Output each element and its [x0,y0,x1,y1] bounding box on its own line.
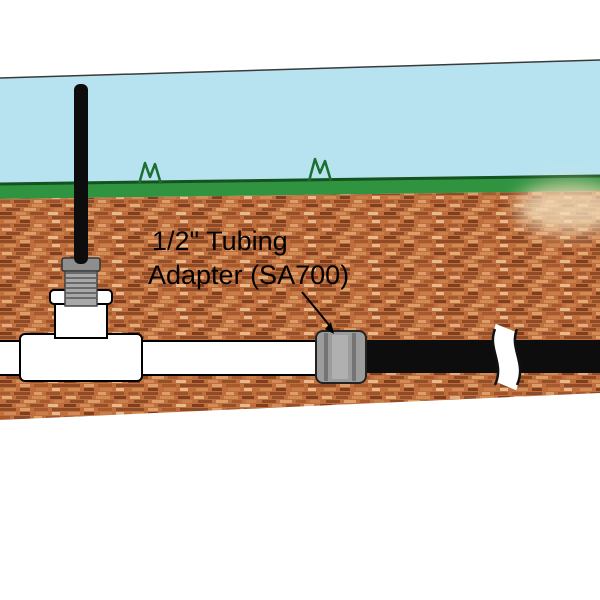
grass-tuft-right [307,157,333,182]
break-line-right [513,328,522,386]
label: 1/2" Tubing Adapter (SA700) [148,226,349,290]
sky [0,60,600,185]
riser-tube [74,84,88,264]
horizon-top-line [0,59,600,79]
label-line-2: Adapter (SA700) [148,260,349,290]
poly-tubing [352,340,600,373]
tubing-adapter-rib-left [324,333,328,381]
tubing-adapter-rib-right [352,333,356,381]
tubing-adapter [315,330,367,384]
riser-thread-ridges [66,272,96,299]
grass-top-edge [0,174,600,186]
break-gap [492,323,521,391]
break-line-left [491,328,500,386]
soil-light-patch [515,182,600,234]
grass-tuft-left [137,161,163,185]
tubing-adapter-highlight [332,335,348,379]
pvc-tee-hub [19,333,143,382]
label-line-1: 1/2" Tubing [152,226,288,256]
leader-arrowhead [325,322,334,334]
tubing-break [491,323,522,391]
